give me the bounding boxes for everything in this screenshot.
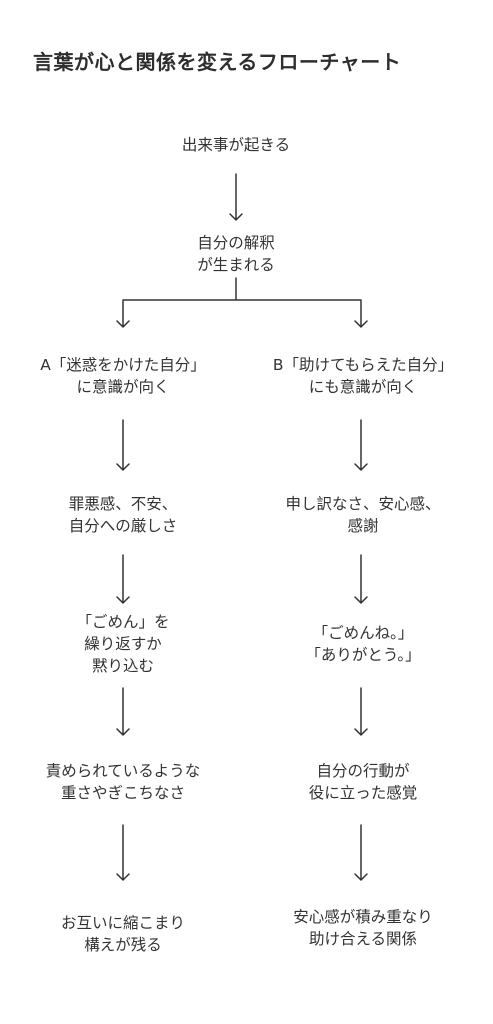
node-line: お互いに縮こまり — [60, 914, 185, 932]
node-line: 申し訳なさ、安心感、 — [285, 495, 441, 513]
diagram-title: 言葉が心と関係を変えるフローチャート — [33, 50, 402, 74]
node-line: 責められているような — [45, 762, 201, 780]
node-a-result: お互いに縮こまり 構えが残る — [13, 912, 233, 956]
node-line: 役に立った感覚 — [308, 784, 418, 802]
node-line: 助け合える関係 — [308, 930, 418, 948]
arrow-b-sense-to-result — [354, 824, 368, 881]
node-line: 「ごめんね。」 — [312, 624, 414, 642]
node-line: 構えが残る — [84, 936, 162, 954]
node-line: に意識が向く — [76, 378, 170, 396]
node-line: B「助けてもらえた自分」 — [272, 356, 454, 374]
arrow-event-to-interpretation — [229, 173, 243, 221]
node-event: 出来事が起きる — [136, 134, 336, 156]
node-line: 自分の解釈 — [197, 234, 275, 252]
node-line: 重さやぎこちなさ — [60, 784, 185, 802]
node-line: 出来事が起きる — [181, 136, 291, 154]
node-line: 安心感が積み重なり — [293, 908, 433, 926]
arrow-b-words-to-sense — [354, 687, 368, 736]
arrow-b-focus-to-feeling — [354, 419, 368, 471]
node-line: A「迷惑をかけた自分」 — [40, 356, 206, 374]
node-a-sense: 責められているような 重さやぎこちなさ — [13, 760, 233, 804]
arrow-b-feeling-to-words — [354, 554, 368, 604]
node-line: 自分の行動が — [316, 762, 410, 780]
node-a-focus: A「迷惑をかけた自分」 に意識が向く — [13, 354, 233, 398]
node-line: 「ありがとう。」 — [305, 646, 421, 664]
node-line: 「ごめん」を — [76, 613, 170, 631]
arrow-a-words-to-sense — [116, 687, 130, 736]
node-line: 自分への厳しさ — [68, 517, 178, 535]
node-b-result: 安心感が積み重なり 助け合える関係 — [246, 906, 480, 950]
node-a-words: 「ごめん」を 繰り返すか 黙り込む — [13, 611, 233, 677]
node-line: が生まれる — [197, 256, 275, 274]
arrow-a-focus-to-feeling — [116, 419, 130, 471]
arrow-a-sense-to-result — [116, 824, 130, 881]
node-line: 感謝 — [347, 517, 379, 535]
arrow-a-feeling-to-words — [116, 554, 130, 604]
node-line: 繰り返すか — [84, 635, 162, 653]
node-b-feeling: 申し訳なさ、安心感、 感謝 — [246, 493, 480, 537]
node-interpretation: 自分の解釈 が生まれる — [136, 232, 336, 276]
node-b-focus: B「助けてもらえた自分」 にも意識が向く — [246, 354, 480, 398]
node-line: 黙り込む — [91, 657, 154, 675]
split-connector — [116, 277, 368, 328]
node-b-words: 「ごめんね。」 「ありがとう。」 — [246, 622, 480, 666]
node-line: 罪悪感、不安、 — [68, 495, 178, 513]
node-b-sense: 自分の行動が 役に立った感覚 — [246, 760, 480, 804]
node-a-feeling: 罪悪感、不安、 自分への厳しさ — [13, 493, 233, 537]
node-line: にも意識が向く — [308, 378, 418, 396]
